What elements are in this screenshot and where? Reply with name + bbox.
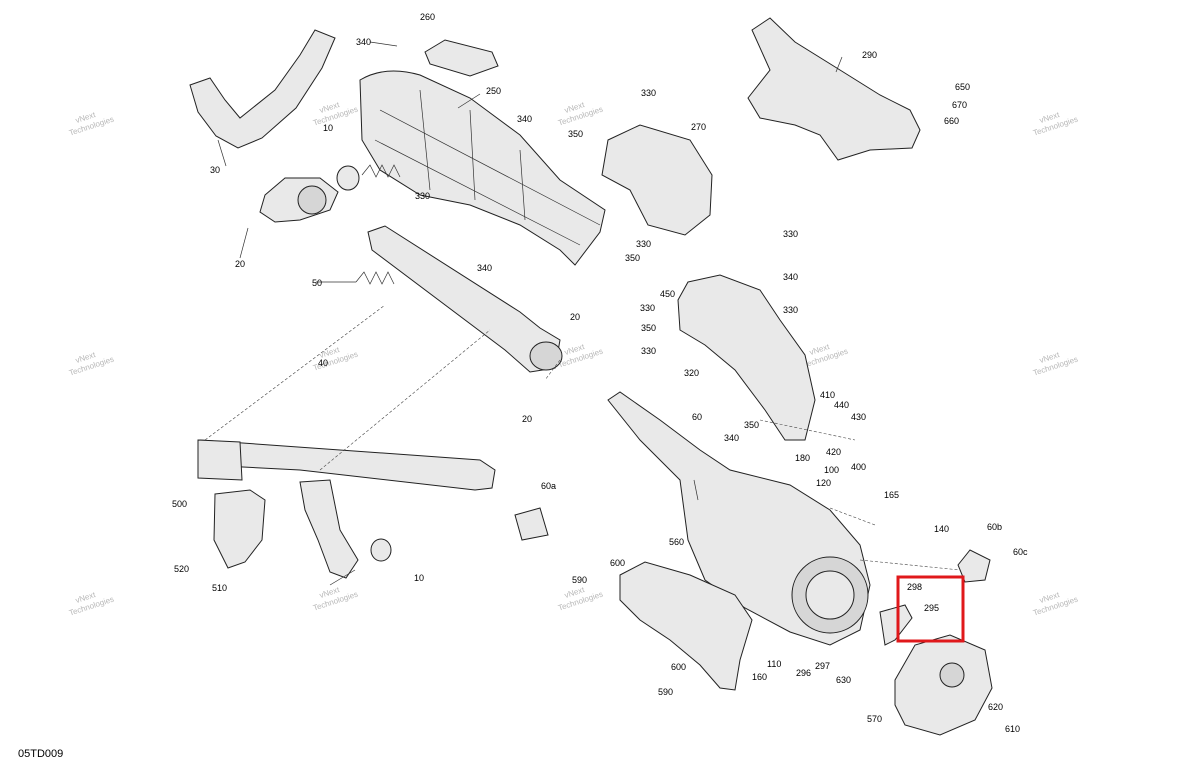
callout-label: 140 [934, 524, 949, 534]
callout-label: 510 [212, 583, 227, 593]
callout-label: 450 [660, 289, 675, 299]
callout-label: 297 [815, 661, 830, 671]
callout-label: 50 [312, 278, 322, 288]
callout-label: 270 [691, 122, 706, 132]
callout-label: 400 [851, 462, 866, 472]
callout-label: 410 [820, 390, 835, 400]
callout-label: 296 [796, 668, 811, 678]
callout-label: 320 [684, 368, 699, 378]
callout-label: 630 [836, 675, 851, 685]
diagram-code: 05TD009 [18, 748, 63, 760]
callout-label: 590 [572, 575, 587, 585]
callout-label: 440 [834, 400, 849, 410]
callout-label: 290 [862, 50, 877, 60]
callout-label: 330 [636, 239, 651, 249]
callout-label: 260 [420, 12, 435, 22]
callout-label: 500 [172, 499, 187, 509]
callout-label: 350 [744, 420, 759, 430]
highlight-box [896, 575, 965, 643]
callout-label: 30 [210, 165, 220, 175]
callout-label: 250 [486, 86, 501, 96]
callout-label: 10 [323, 123, 333, 133]
callout-label: 340 [356, 37, 371, 47]
callout-label: 160 [752, 672, 767, 682]
callout-label: 340 [477, 263, 492, 273]
callout-label: 340 [724, 433, 739, 443]
callout-label: 60 [692, 412, 702, 422]
callout-label: 20 [522, 414, 532, 424]
callout-label: 295 [924, 603, 939, 613]
callout-label: 350 [625, 253, 640, 263]
callout-label: 330 [415, 191, 430, 201]
callout-label: 420 [826, 447, 841, 457]
callout-label: 340 [517, 114, 532, 124]
callout-label: 10 [414, 573, 424, 583]
callout-label: 180 [795, 453, 810, 463]
callout-label: 350 [568, 129, 583, 139]
callout-label: 330 [783, 305, 798, 315]
parts-layer [189, 17, 993, 736]
callout-label: 560 [669, 537, 684, 547]
callout-label: 60c [1013, 547, 1028, 557]
callout-label: 330 [783, 229, 798, 239]
leader-lines [204, 41, 961, 586]
callout-label: 340 [783, 272, 798, 282]
callout-label: 330 [641, 346, 656, 356]
callout-label: 350 [641, 323, 656, 333]
callout-label: 620 [988, 702, 1003, 712]
callout-label: 110 [767, 659, 781, 669]
callout-label: 600 [671, 662, 686, 672]
callout-label: 570 [867, 714, 882, 724]
callout-label: 330 [641, 88, 656, 98]
callout-labels: 260 340 250 290 650 670 660 10 330 350 330 340 270 30… [172, 12, 1028, 734]
callout-label: 20 [570, 312, 580, 322]
callout-label: 20 [235, 259, 245, 269]
callout-label: 60b [987, 522, 1002, 532]
callout-label: 298 [907, 582, 922, 592]
callout-label: 330 [640, 303, 655, 313]
callout-label: 600 [610, 558, 625, 568]
callout-label: 670 [952, 100, 967, 110]
callout-label: 590 [658, 687, 673, 697]
callout-label: 430 [851, 412, 866, 422]
callout-label: 520 [174, 564, 189, 574]
callout-label: 100 [824, 465, 839, 475]
callout-label: 650 [955, 82, 970, 92]
callout-label: 120 [816, 478, 831, 488]
callout-label: 165 [884, 490, 899, 500]
callout-label: 60a [541, 481, 556, 491]
callout-label: 40 [318, 358, 328, 368]
callout-label: 610 [1005, 724, 1020, 734]
callout-label: 660 [944, 116, 959, 126]
